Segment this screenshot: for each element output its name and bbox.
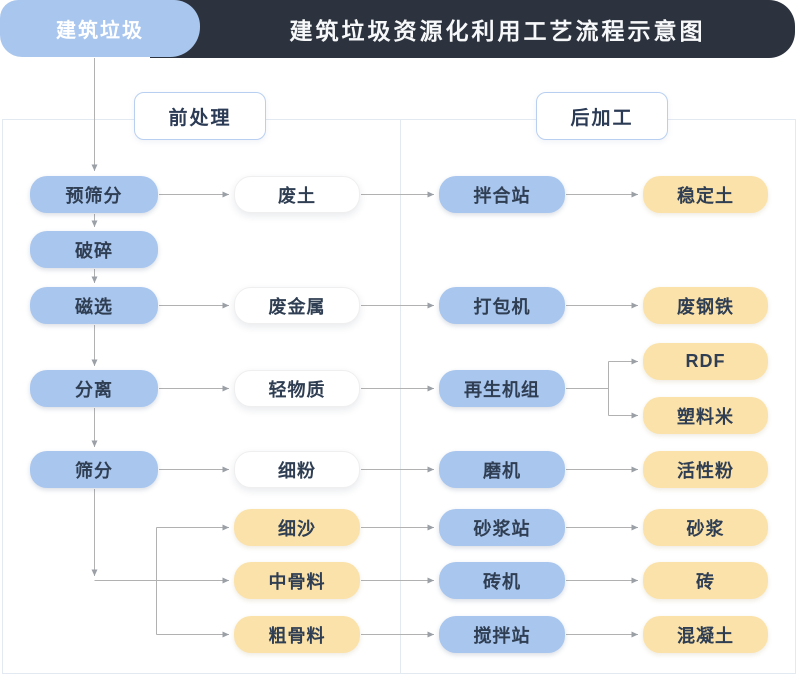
node-crushing: 破碎 [30, 231, 158, 268]
node-mill: 磨机 [439, 451, 565, 488]
node-separation: 分离 [30, 370, 158, 407]
node-fine-powder: 细粉 [234, 451, 360, 488]
node-fine-sand: 细沙 [234, 509, 360, 546]
flow-panel-border [2, 119, 796, 674]
source-tab-construction-waste: 建筑垃圾 [0, 0, 200, 57]
node-coarse-aggregate: 粗骨料 [234, 616, 360, 653]
page-title: 建筑垃圾资源化利用工艺流程示意图 [289, 18, 706, 44]
node-brick: 砖 [643, 562, 768, 599]
section-label-postprocessing: 后加工 [536, 92, 668, 140]
node-screening: 筛分 [30, 451, 158, 488]
header-bar [150, 0, 795, 58]
node-mortar: 砂浆 [643, 509, 768, 546]
node-light-material: 轻物质 [234, 370, 360, 407]
node-active-powder: 活性粉 [643, 451, 768, 488]
section-label-pretreatment: 前处理 [134, 92, 266, 140]
node-baler: 打包机 [439, 287, 565, 324]
node-plastic-pellets: 塑料米 [643, 397, 768, 434]
node-mortar-station: 砂浆站 [439, 509, 565, 546]
node-waste-soil: 废土 [234, 176, 360, 213]
section-divider-line [400, 119, 401, 674]
node-mixing-station: 拌合站 [439, 176, 565, 213]
node-medium-aggregate: 中骨料 [234, 562, 360, 599]
node-regeneration-unit: 再生机组 [439, 370, 565, 407]
node-waste-metal: 废金属 [234, 287, 360, 324]
node-stabilized-soil: 稳定土 [643, 176, 768, 213]
node-magnetic-separation: 磁选 [30, 287, 158, 324]
node-stirring-station: 搅拌站 [439, 616, 565, 653]
node-pre-screening: 预筛分 [30, 176, 158, 213]
node-scrap-steel: 废钢铁 [643, 287, 768, 324]
node-concrete: 混凝土 [643, 616, 768, 653]
node-brick-machine: 砖机 [439, 562, 565, 599]
node-rdf: RDF [643, 343, 768, 380]
